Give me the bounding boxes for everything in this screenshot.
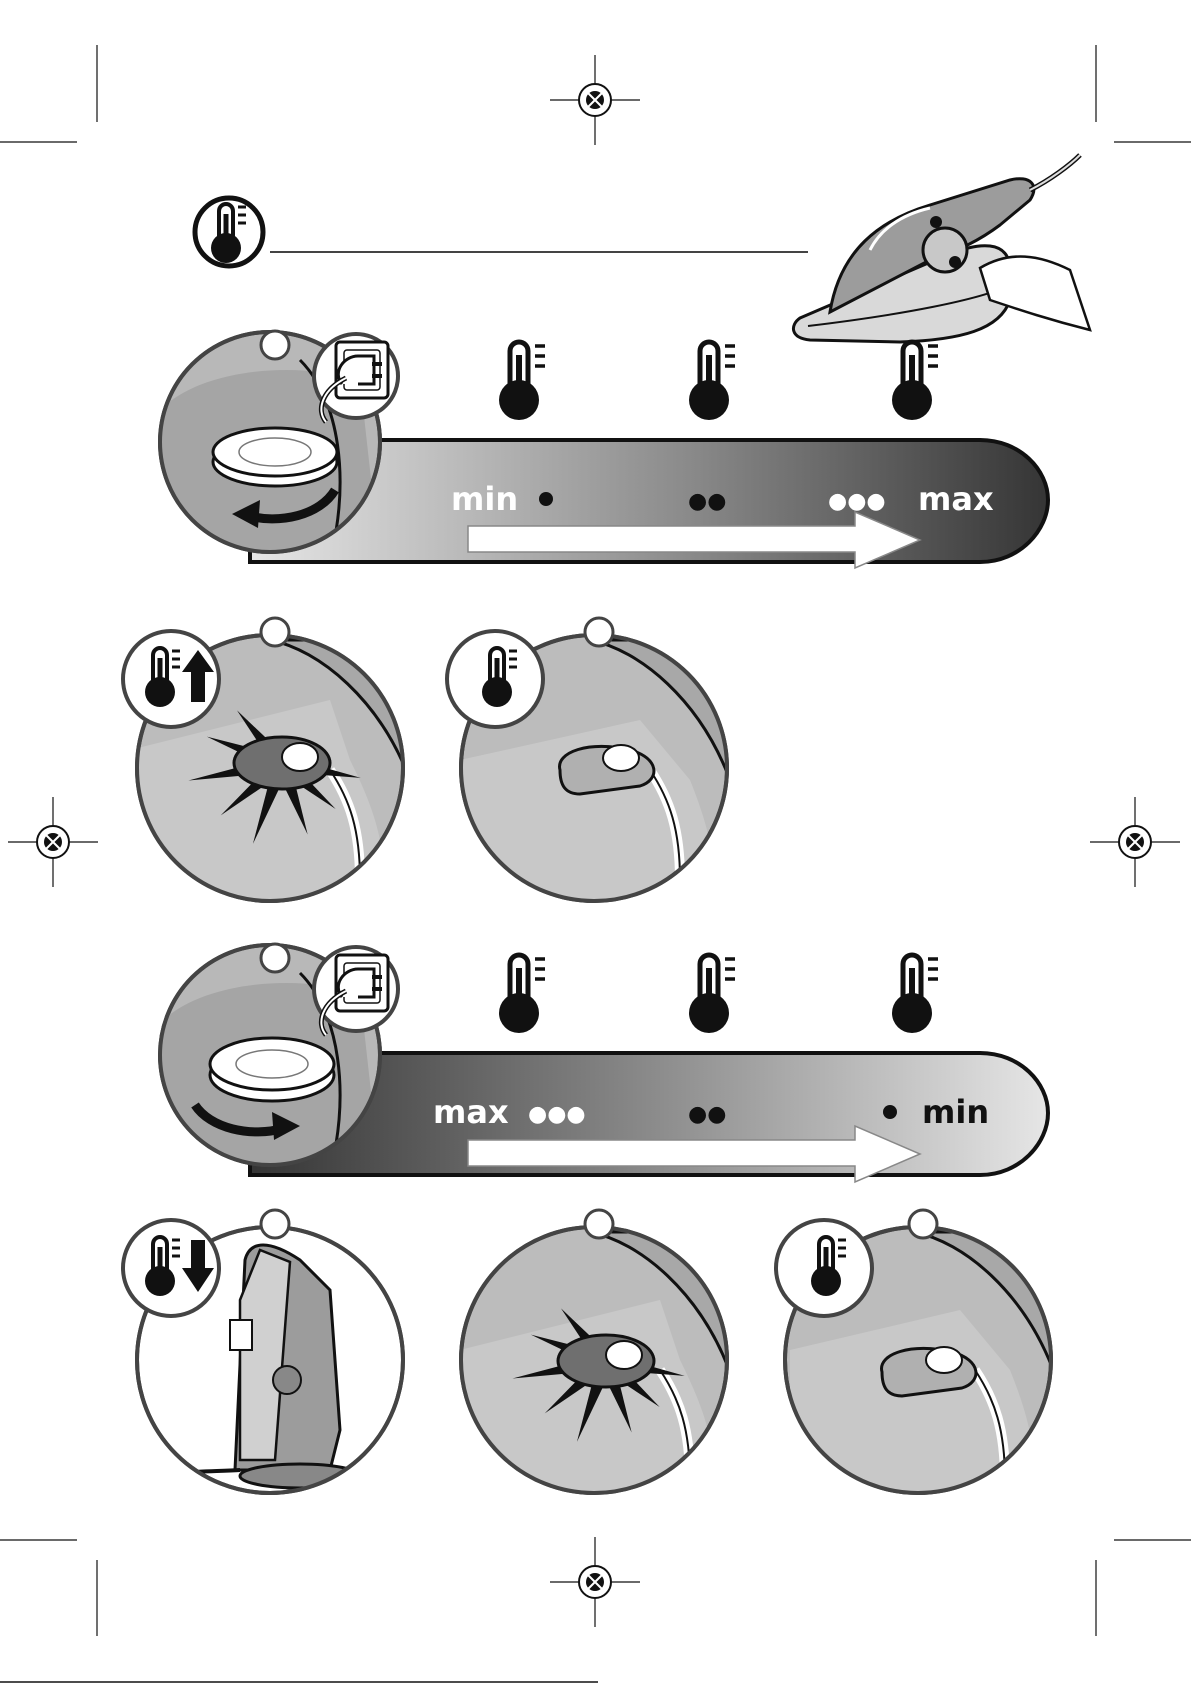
dots-two: ●● <box>688 1102 726 1127</box>
section-increase: min ●● ●●● max <box>160 331 1048 568</box>
dot-one <box>883 1105 897 1119</box>
row-heating <box>123 618 730 920</box>
thermometer-icon-low <box>892 955 938 1033</box>
step-marker <box>585 618 613 646</box>
thermometer-icon-high <box>892 342 938 420</box>
dots-three: ●●● <box>528 1102 586 1127</box>
registration-mark-left <box>8 797 98 887</box>
header <box>195 155 1090 342</box>
dots-two: ●● <box>688 489 726 514</box>
registration-mark-right <box>1090 797 1180 887</box>
step-marker <box>261 1210 289 1238</box>
label-max: max <box>433 1093 509 1131</box>
thermometer-icon-high <box>499 955 545 1033</box>
thermometer-icon-mid <box>689 342 735 420</box>
label-max: max <box>918 480 994 518</box>
registration-mark-bottom <box>550 1537 640 1627</box>
section-decrease: max ●●● ●● min <box>160 944 1048 1182</box>
label-min: min <box>451 480 518 518</box>
thermostat-dial <box>923 228 967 272</box>
step-marker <box>909 1210 937 1238</box>
iron-top-illustration <box>793 155 1090 342</box>
row-cooling <box>123 1210 1054 1510</box>
step-marker <box>261 618 289 646</box>
label-min: min <box>922 1093 989 1131</box>
thermometer-icon-low <box>499 342 545 420</box>
step-marker <box>261 331 289 359</box>
step-marker <box>261 944 289 972</box>
registration-mark-top <box>550 55 640 145</box>
thermometer-icon-mid <box>689 955 735 1033</box>
dots-three: ●●● <box>828 489 886 514</box>
dot-one <box>539 492 553 506</box>
step-marker <box>585 1210 613 1238</box>
